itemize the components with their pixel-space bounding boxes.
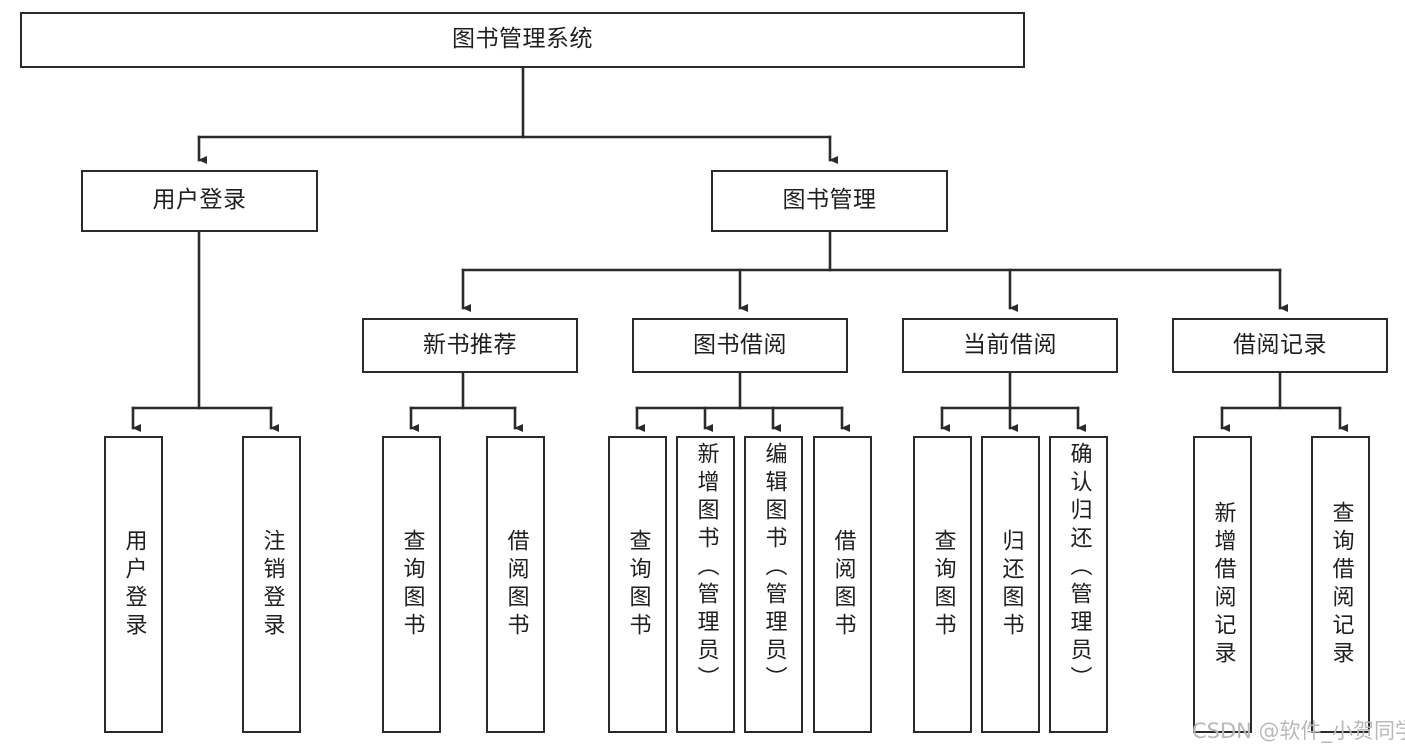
node-label: 借阅记录 xyxy=(1233,331,1327,358)
node-label: 编辑图书（管理员） xyxy=(761,442,787,694)
node-label: 图书借阅 xyxy=(693,331,787,358)
node-book-management-system[interactable]: 图书管理系统 xyxy=(20,12,1025,68)
leaf-return-book[interactable]: 归还图书 xyxy=(981,436,1040,733)
node-label: 用户登录 xyxy=(152,187,247,214)
leaf-query-book-borrow[interactable]: 查询图书 xyxy=(608,436,667,733)
leaf-user-logout[interactable]: 注销登录 xyxy=(242,436,301,733)
leaf-user-login[interactable]: 用户登录 xyxy=(104,436,163,733)
leaf-borrow-book-new-recommend[interactable]: 借阅图书 xyxy=(486,436,545,733)
node-current-borrow[interactable]: 当前借阅 xyxy=(902,318,1118,373)
node-label: 确认归还（管理员） xyxy=(1066,442,1092,694)
leaf-confirm-return-admin[interactable]: 确认归还（管理员） xyxy=(1049,436,1108,733)
leaf-add-borrow-record[interactable]: 新增借阅记录 xyxy=(1193,436,1252,733)
node-label: 新增借阅记录 xyxy=(1210,500,1236,669)
leaf-borrow-book[interactable]: 借阅图书 xyxy=(813,436,872,733)
node-user-login[interactable]: 用户登录 xyxy=(81,170,318,232)
node-label: 当前借阅 xyxy=(963,331,1057,358)
node-new-book-recommend[interactable]: 新书推荐 xyxy=(362,318,578,373)
node-label: 用户登录 xyxy=(121,528,147,641)
node-label: 新书推荐 xyxy=(423,331,517,358)
csdn-watermark: CSDN @软件_小贺同学 xyxy=(1192,719,1405,743)
node-book-borrow[interactable]: 图书借阅 xyxy=(632,318,848,373)
node-label: 注销登录 xyxy=(259,528,285,641)
leaf-query-borrow-record[interactable]: 查询借阅记录 xyxy=(1311,436,1370,733)
node-label: 查询图书 xyxy=(399,528,425,641)
leaf-edit-book-admin[interactable]: 编辑图书（管理员） xyxy=(744,436,803,733)
leaf-add-book-admin[interactable]: 新增图书（管理员） xyxy=(676,436,735,733)
node-label: 归还图书 xyxy=(998,528,1024,641)
node-label: 查询借阅记录 xyxy=(1328,500,1354,669)
node-label: 借阅图书 xyxy=(503,528,529,641)
leaf-query-book-new-recommend[interactable]: 查询图书 xyxy=(382,436,441,733)
node-label: 图书管理系统 xyxy=(452,26,593,53)
node-book-manage[interactable]: 图书管理 xyxy=(711,170,948,232)
node-label: 新增图书（管理员） xyxy=(693,442,719,694)
node-label: 查询图书 xyxy=(930,528,956,641)
leaf-query-book-current[interactable]: 查询图书 xyxy=(913,436,972,733)
node-borrow-record[interactable]: 借阅记录 xyxy=(1172,318,1388,373)
node-label: 图书管理 xyxy=(782,187,877,214)
node-label: 借阅图书 xyxy=(830,528,856,641)
node-label: 查询图书 xyxy=(625,528,651,641)
